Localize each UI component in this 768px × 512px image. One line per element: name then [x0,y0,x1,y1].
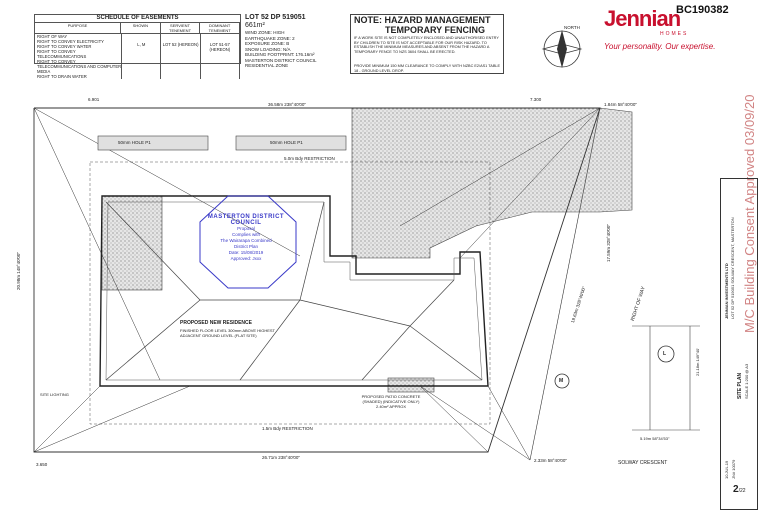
lot-row: MASTERTON DISTRICT COUNCIL [245,57,317,63]
driveway-hatch [351,107,633,259]
setout-lines [33,107,601,461]
council-stamp-octagon [199,195,297,289]
north-arrow-icon: NORTH [541,25,583,68]
col-shown: SHOWN [121,23,161,33]
lot-info: LOT 52 DP 519051 661m² WIND ZONE: HIGH E… [245,14,345,74]
title-block: JENNIAN INVESTMENTS LTD LOT 52 DP 519051… [720,178,758,510]
tb-sheet: SITE PLAN [737,372,743,399]
purpose-item: RIGHT TO CONVEY TELECOMMUNICATIONS [37,49,87,59]
right-of-way-panel [632,325,700,431]
garage-hatch [101,195,163,291]
site-plan [33,107,700,461]
schedule-row: RIGHT OF WAY RIGHT TO CONVEY ELECTRICITY… [35,34,240,79]
shown-cell: L, M [122,34,162,79]
purpose-item: RIGHT OF WAY [37,34,68,39]
dim-top: 36.58m 238°40'00" [268,102,307,107]
dim-left: 20.98m 148°40'00" [16,251,21,290]
roof-lines [105,201,483,381]
lot-row: SNOW LOADING: N/A [245,46,291,52]
patio-note: PROPOSED PATIO CONCRETE (SHADED) (INDICA… [361,394,421,409]
dim-top-right: 7.300 [530,97,542,102]
consent-stamp-text: M/C Building Consent Approved 03/09/2019 [742,95,757,333]
dim-top-right-corner: 1.84m 58°40'00" [604,102,638,107]
schedule-title: SCHEDULE OF EASEMENTS [35,15,240,23]
purpose-list: RIGHT OF WAY RIGHT TO CONVEY ELECTRICITY… [35,34,123,79]
council-approved: Approved: Jxxx [230,256,262,261]
soak-hole-label: 50mm HOLE P1 [270,140,303,145]
council-line: Proposal [237,226,255,231]
label-l: L [663,351,667,357]
purpose-item: RIGHT TO DRAIN WATER [37,74,87,79]
col-servient: SERVIENT TENEMENT [161,23,201,33]
purpose-item: TELECOMMUNICATIONS AND COMPUTER MEDIA [37,64,122,74]
road-boundary [529,107,601,461]
council-stamp: MASTERTON DISTRICT COUNCIL Proposal Comp… [202,214,290,262]
note-title: NOTE: HAZARD MANAGEMENT [354,15,491,25]
purpose-item: RIGHT TO CONVEY ELECTRICITY [37,39,104,44]
dim-bottom-left: 3.650 [36,462,48,467]
soak-hole-1 [97,135,209,151]
tb-date: 10.JUL.19 [724,460,729,479]
dominant-cell: LOT 51-57 (HEREON) [201,34,240,79]
label-m: M [559,378,564,384]
dim-bottom-right: 2.33m 58°40'00" [534,458,568,463]
page-total: 22 [739,488,746,494]
lot-area: 661m² [245,22,265,29]
lot-row: BUILDING FOOTPRINT: 176.16m² [245,52,315,57]
logo-tagline: Your personality. Our expertise. [604,42,716,51]
tb-address: LOT 52 DP 519051 SOLWAY CRESCENT, MASTER… [730,217,735,319]
schedule-columns: PURPOSE SHOWN SERVIENT TENEMENT DOMINANT… [35,23,240,34]
street-label: SOLWAY CRESCENT [618,460,668,466]
council-line: Complies with [231,232,260,237]
restriction-line [89,161,491,425]
house-outline [99,195,489,387]
council-name: MASTERTON DISTRICT COUNCIL [207,214,285,226]
tb-scale: SCALE 1:200 @ A3 [744,363,749,399]
label-l-circle [657,345,675,363]
schedule-of-easements: SCHEDULE OF EASEMENTS PURPOSE SHOWN SERV… [34,14,241,79]
soak-hole-2 [235,135,347,151]
restriction-bottom-label: 1.5m Bdy RESTRICTION [262,426,313,431]
col-purpose: PURPOSE [35,23,122,33]
note-body: IF A WORK SITE IS NOT COMPLETELY ENCLOSE… [354,36,499,54]
hazard-note: NOTE: HAZARD MANAGEMENT TEMPORARY FENCIN… [350,14,504,74]
label-m-circle [554,373,570,389]
lot-title: LOT 52 DP 519051 [245,14,306,21]
servient-cell: LOT 52 (HEREON) [161,34,201,79]
soak-hole-label: 50mm HOLE P1 [118,140,151,145]
council-date: Date: 15/08/2019 [228,250,264,255]
tb-client: JENNIAN INVESTMENTS LTD [724,263,729,319]
logo-sub: HOMES [660,31,689,37]
residence-label: PROPOSED NEW RESIDENCE [180,320,252,326]
lot-row: RESIDENTIAL ZONE [245,63,289,68]
site-lighting-label: SITE LIGHTING [40,392,69,397]
tb-job: JN# 10079 [731,459,736,479]
purpose-item: RIGHT TO CONVEY WATER [37,44,92,49]
lot-row: WIND ZONE: HIGH [245,30,285,35]
consent-stamp: M/C Building Consent Approved 03/09/2019 [742,95,757,333]
dim-l2: 5.19m 58°34'53" [640,436,670,441]
consent-number: BC190382 [676,4,729,16]
restriction-top-label: 5.0m Bdy RESTRICTION [284,156,335,161]
col-dominant: DOMINANT TENEMENT [200,23,240,33]
dim-l1: 21.18m 149°40' [695,348,700,376]
dim-top-left: 6.901 [88,97,100,102]
page-number: 2/22 [733,484,746,495]
note-body-2: PROVIDE MINIMUM 150 MM CLEARANCE TO COMP… [354,64,500,73]
council-line: District Plan [233,244,258,249]
page-current: 2 [733,484,739,495]
purpose-item: RIGHT TO CONVEY [37,59,76,64]
floor-level-note: FINISHED FLOOR LEVEL 300mm ABOVE HIGHEST… [180,328,275,338]
lot-row: EARTHQUAKE ZONE: 2 [245,35,295,41]
north-label: NORTH [564,25,580,30]
jennian-logo: Jennian [604,6,681,31]
note-subtitle: TEMPORARY FENCING [385,25,486,35]
council-line: The Wairarapa Combined [220,238,272,243]
dim-right: 17.59m 328°40'00" [606,223,611,262]
dim-bottom: 26.71m 238°40'00" [262,455,301,460]
lot-row: EXPOSURE ZONE: B [245,41,290,46]
